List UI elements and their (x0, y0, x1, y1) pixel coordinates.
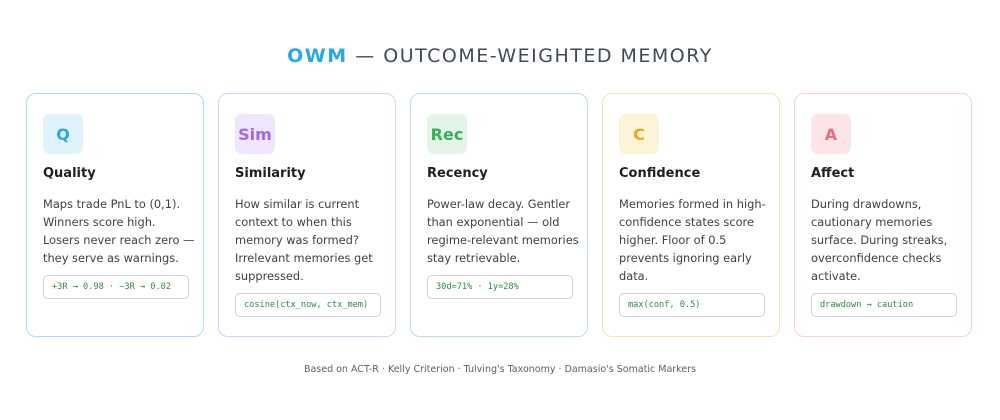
card-similarity: Sim Similarity How similar is current co… (218, 93, 396, 337)
card-recency: Rec Recency Power-law decay. Gentler tha… (410, 93, 588, 337)
formula-confidence: max(conf, 0.5) (619, 293, 765, 317)
formula-affect: drawdown → caution (811, 293, 957, 317)
card-description-recency: Power-law decay. Gentler than exponentia… (427, 197, 579, 265)
badge-similarity: Sim (235, 114, 275, 154)
card-title-quality: Quality (43, 166, 96, 181)
footer-references: Based on ACT-R · Kelly Criterion · Tulvi… (303, 364, 697, 375)
formula-recency: 30d=71% · 1y=28% (427, 275, 573, 299)
card-quality: Q Quality Maps trade PnL to (0,1). Winne… (26, 93, 204, 337)
card-affect: A Affect During drawdowns, cautionary me… (794, 93, 972, 337)
title-text: OUTCOME-WEIGHTED MEMORY (383, 45, 713, 67)
card-title-confidence: Confidence (619, 166, 701, 181)
title-separator: — (355, 45, 376, 67)
card-confidence: C Confidence Memories formed in high-con… (602, 93, 780, 337)
badge-confidence: C (619, 114, 659, 154)
formula-quality: +3R → 0.98 · −3R → 0.02 (43, 275, 189, 299)
card-description-similarity: How similar is current context to when t… (235, 197, 373, 283)
card-title-affect: Affect (811, 166, 855, 181)
page-title: OWM — OUTCOME-WEIGHTED MEMORY (0, 45, 1000, 67)
card-description-affect: During drawdowns, cautionary memories su… (811, 197, 948, 283)
card-description-quality: Maps trade PnL to (0,1). Winners score h… (43, 197, 195, 265)
badge-affect: A (811, 114, 851, 154)
card-title-recency: Recency (427, 166, 488, 181)
title-acronym: OWM (287, 45, 348, 67)
formula-similarity: cosine(ctx_now, ctx_mem) (235, 293, 381, 317)
badge-recency: Rec (427, 114, 467, 154)
badge-quality: Q (43, 114, 83, 154)
card-title-similarity: Similarity (235, 166, 306, 181)
component-cards: Q Quality Maps trade PnL to (0,1). Winne… (26, 93, 974, 339)
card-description-confidence: Memories formed in high-confidence state… (619, 197, 766, 283)
